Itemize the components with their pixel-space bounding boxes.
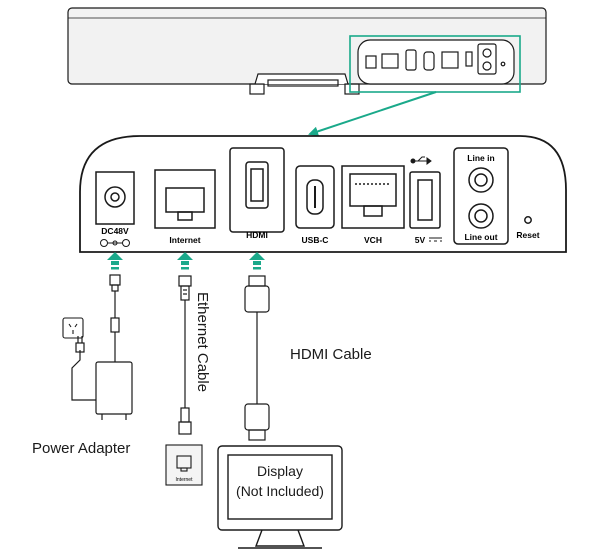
insert-arrows bbox=[107, 252, 265, 270]
ethernet-cable-label: Ethernet Cable bbox=[194, 292, 211, 392]
fivev-label: 5V bbox=[415, 235, 426, 245]
back-panel: DC48V Internet HDMI USB-C bbox=[79, 135, 567, 253]
zoom-arrow bbox=[308, 91, 437, 137]
hdmi-arrow bbox=[249, 252, 265, 270]
power-adapter bbox=[71, 274, 133, 420]
display-label-line1: Display bbox=[257, 463, 303, 479]
usbc-port bbox=[295, 165, 335, 229]
power-arrow bbox=[107, 252, 123, 270]
dc-symbol-icon bbox=[429, 237, 442, 242]
power-adapter-label: Power Adapter bbox=[32, 440, 130, 457]
audio-ports bbox=[453, 147, 509, 245]
display-monitor bbox=[217, 445, 343, 549]
line-out-label: Line out bbox=[464, 232, 497, 242]
wall-socket-icon bbox=[62, 317, 84, 339]
hdmi-port bbox=[229, 147, 285, 233]
hdmi-cable-label: HDMI Cable bbox=[290, 346, 372, 363]
internet-label: Internet bbox=[169, 235, 200, 245]
usb-icon bbox=[410, 156, 432, 165]
polarity-icon bbox=[100, 239, 130, 247]
dc-label: DC48V bbox=[101, 226, 129, 236]
device-overview bbox=[67, 7, 547, 95]
line-in-label: Line in bbox=[467, 153, 494, 163]
display-label-line2: (Not Included) bbox=[236, 483, 324, 499]
ethernet-cable bbox=[178, 275, 192, 435]
vch-port bbox=[341, 165, 405, 229]
internet-port bbox=[154, 169, 216, 229]
reset-label: Reset bbox=[516, 230, 539, 240]
hdmi-cable bbox=[244, 275, 270, 441]
reset-button bbox=[524, 216, 532, 224]
dc-port bbox=[95, 171, 135, 225]
usbc-label: USB-C bbox=[302, 235, 329, 245]
internet-outlet bbox=[165, 444, 203, 486]
ethernet-arrow bbox=[177, 252, 193, 270]
internet-outlet-label: Internet bbox=[176, 477, 194, 483]
fivev-port bbox=[409, 171, 441, 229]
vch-label: VCH bbox=[364, 235, 382, 245]
hdmi-label: HDMI bbox=[246, 230, 268, 240]
